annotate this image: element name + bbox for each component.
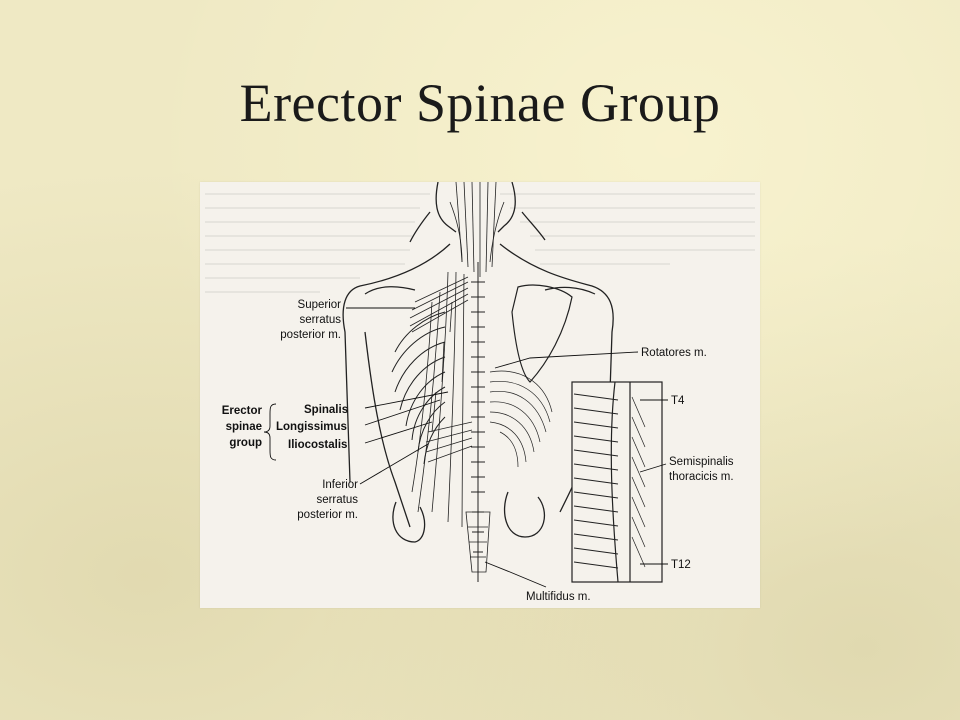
label-iliocostalis: Iliocostalis [288,439,347,451]
back-muscles-illustration: Superior serratus posterior m. Rotatores… [205,182,755,603]
label-inferior-serratus-2: serratus [316,494,358,506]
inset-ribs [573,393,619,569]
scapula-right [511,284,573,383]
inset-panel [571,381,663,583]
label-semispinalis-2: thoracicis m. [669,471,734,483]
label-longissimus: Longissimus [276,421,347,433]
label-t4: T4 [671,395,685,407]
inferior-serratus-muscle [425,421,473,463]
label-superior-serratus-3: posterior m. [280,329,341,341]
label-spinalis: Spinalis [304,404,348,416]
label-erector-3: group [229,437,262,449]
label-superior-serratus-2: serratus [299,314,341,326]
label-inferior-serratus-3: posterior m. [297,509,358,521]
label-multifidus: Multifidus m. [526,591,591,603]
faint-background-text [205,193,755,293]
left-ribs [391,311,446,465]
anatomy-figure: Superior serratus posterior m. Rotatores… [200,182,760,608]
neck-muscles [449,182,505,277]
leader-lines [346,307,668,588]
clavicle-right [544,286,596,295]
labels: Superior serratus posterior m. Rotatores… [222,299,734,603]
label-superior-serratus-1: Superior [298,299,342,311]
multifidus-region [465,511,491,573]
vertebral-column [471,262,485,582]
label-rotatores: Rotatores m. [641,347,707,359]
erector-spinae-columns [411,271,465,528]
inset-semispinalis-fibers [631,396,646,568]
label-erector-2: spinae [226,421,262,433]
label-erector-1: Erector [222,405,263,417]
right-intercostal-muscles [489,370,553,468]
label-inferior-serratus-1: Inferior [322,479,358,491]
slide-title: Erector Spinae Group [239,73,721,133]
label-semispinalis-1: Semispinalis [669,456,734,468]
erector-brace [263,403,277,461]
label-t12: T12 [671,559,691,571]
clavicle-left [364,286,416,295]
